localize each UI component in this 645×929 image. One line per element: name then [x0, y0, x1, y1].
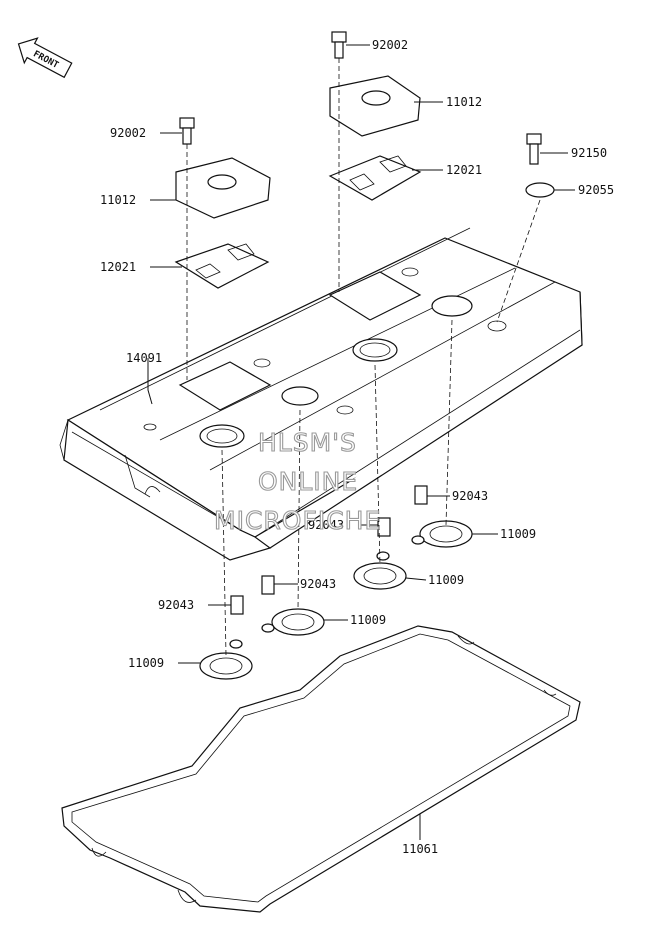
label-cap-top: 11012: [446, 95, 482, 109]
watermark-line-3: MICROFICHE: [214, 506, 381, 535]
gasket-c: [261, 608, 325, 636]
watermark: HLSM'S ONLINE MICROFICHE: [213, 427, 381, 535]
cap-top: [329, 75, 421, 137]
label-cap-left: 11012: [100, 193, 136, 207]
valve-cover: [59, 227, 583, 561]
label-pin-a: 92043: [452, 489, 488, 503]
plate-top: [328, 155, 422, 201]
head-gasket: [61, 625, 581, 913]
label-bolt-left: 92002: [110, 126, 146, 140]
washer-right: [525, 182, 555, 198]
watermark-line-1: HLSM'S: [258, 428, 357, 457]
label-plate-left: 12021: [100, 260, 136, 274]
label-pin-d: 92043: [158, 598, 194, 612]
label-gasket-d: 11009: [128, 656, 164, 670]
label-head-gasket: 11061: [402, 842, 438, 856]
bolt-top: [331, 31, 347, 59]
pin-a: [414, 485, 428, 505]
pin-b: [377, 517, 391, 537]
label-pin-c: 92043: [300, 577, 336, 591]
bolt-left: [179, 117, 195, 145]
label-bolt-top: 92002: [372, 38, 408, 52]
label-gasket-b: 11009: [428, 573, 464, 587]
label-washer-right: 92055: [578, 183, 614, 197]
label-gasket-c: 11009: [350, 613, 386, 627]
label-bolt-right: 92150: [571, 146, 607, 160]
pin-d: [230, 595, 244, 615]
front-arrow-icon: FRONT: [17, 37, 73, 79]
pin-c: [261, 575, 275, 595]
label-cover: 14091: [126, 351, 162, 365]
gasket-a: [411, 520, 473, 548]
watermark-line-2: ONLINE: [258, 467, 358, 496]
label-pin-b: 92043: [308, 518, 344, 532]
gasket-b: [353, 551, 407, 590]
label-plate-top: 12021: [446, 163, 482, 177]
label-gasket-a: 11009: [500, 527, 536, 541]
bolt-right: [526, 133, 542, 165]
plate-left: [174, 243, 270, 289]
